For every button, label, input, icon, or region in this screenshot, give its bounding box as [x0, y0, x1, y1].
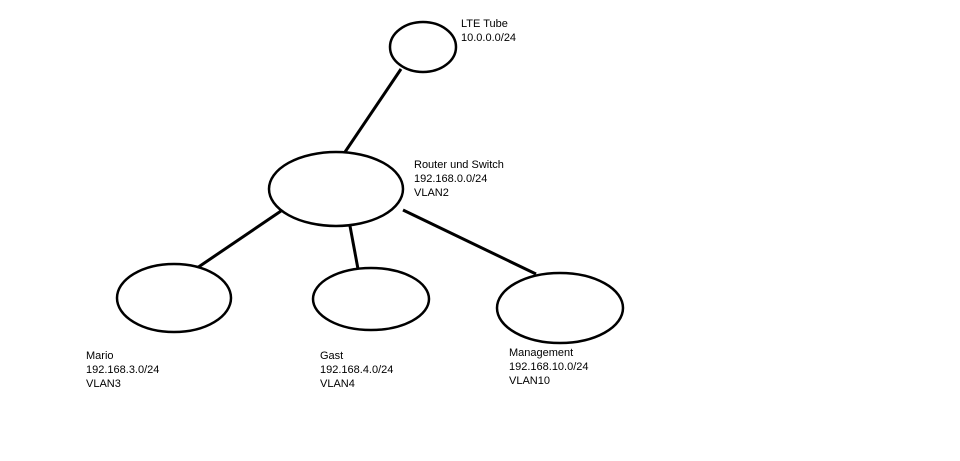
- lte-subnet: 10.0.0.0/24: [461, 32, 517, 44]
- gast-vlan: VLAN4: [320, 378, 355, 390]
- lte-name: LTE Tube: [461, 18, 508, 30]
- node-router-switch: [267, 150, 405, 228]
- node-management: [495, 271, 625, 345]
- router-vlan: VLAN2: [414, 187, 449, 199]
- router-name: Router und Switch: [414, 159, 504, 171]
- label-router-switch: Router und Switch 192.168.0.0/24 VLAN2: [414, 158, 504, 200]
- node-gast: [311, 266, 431, 332]
- management-subnet: 192.168.10.0/24: [509, 361, 589, 373]
- label-management: Management 192.168.10.0/24 VLAN10: [509, 346, 589, 388]
- gast-name: Gast: [320, 350, 344, 362]
- label-mario: Mario 192.168.3.0/24 VLAN3: [86, 349, 159, 391]
- link-router-mario: [196, 209, 282, 270]
- link-router-gast: [348, 225, 360, 270]
- label-lte-tube: LTE Tube 10.0.0.0/24: [461, 17, 516, 45]
- mario-subnet: 192.168.3.0/24: [86, 364, 160, 376]
- link-router-management: [402, 208, 537, 276]
- link-router-lte: [343, 68, 403, 153]
- label-gast: Gast 192.168.4.0/24 VLAN4: [320, 349, 393, 391]
- mario-vlan: VLAN3: [86, 378, 121, 390]
- gast-subnet: 192.168.4.0/24: [320, 364, 394, 376]
- router-subnet: 192.168.0.0/24: [414, 173, 488, 185]
- node-lte-tube: [388, 20, 458, 74]
- management-vlan: VLAN10: [509, 375, 550, 387]
- mario-name: Mario: [86, 350, 114, 362]
- node-mario: [115, 262, 233, 334]
- management-name: Management: [509, 347, 574, 359]
